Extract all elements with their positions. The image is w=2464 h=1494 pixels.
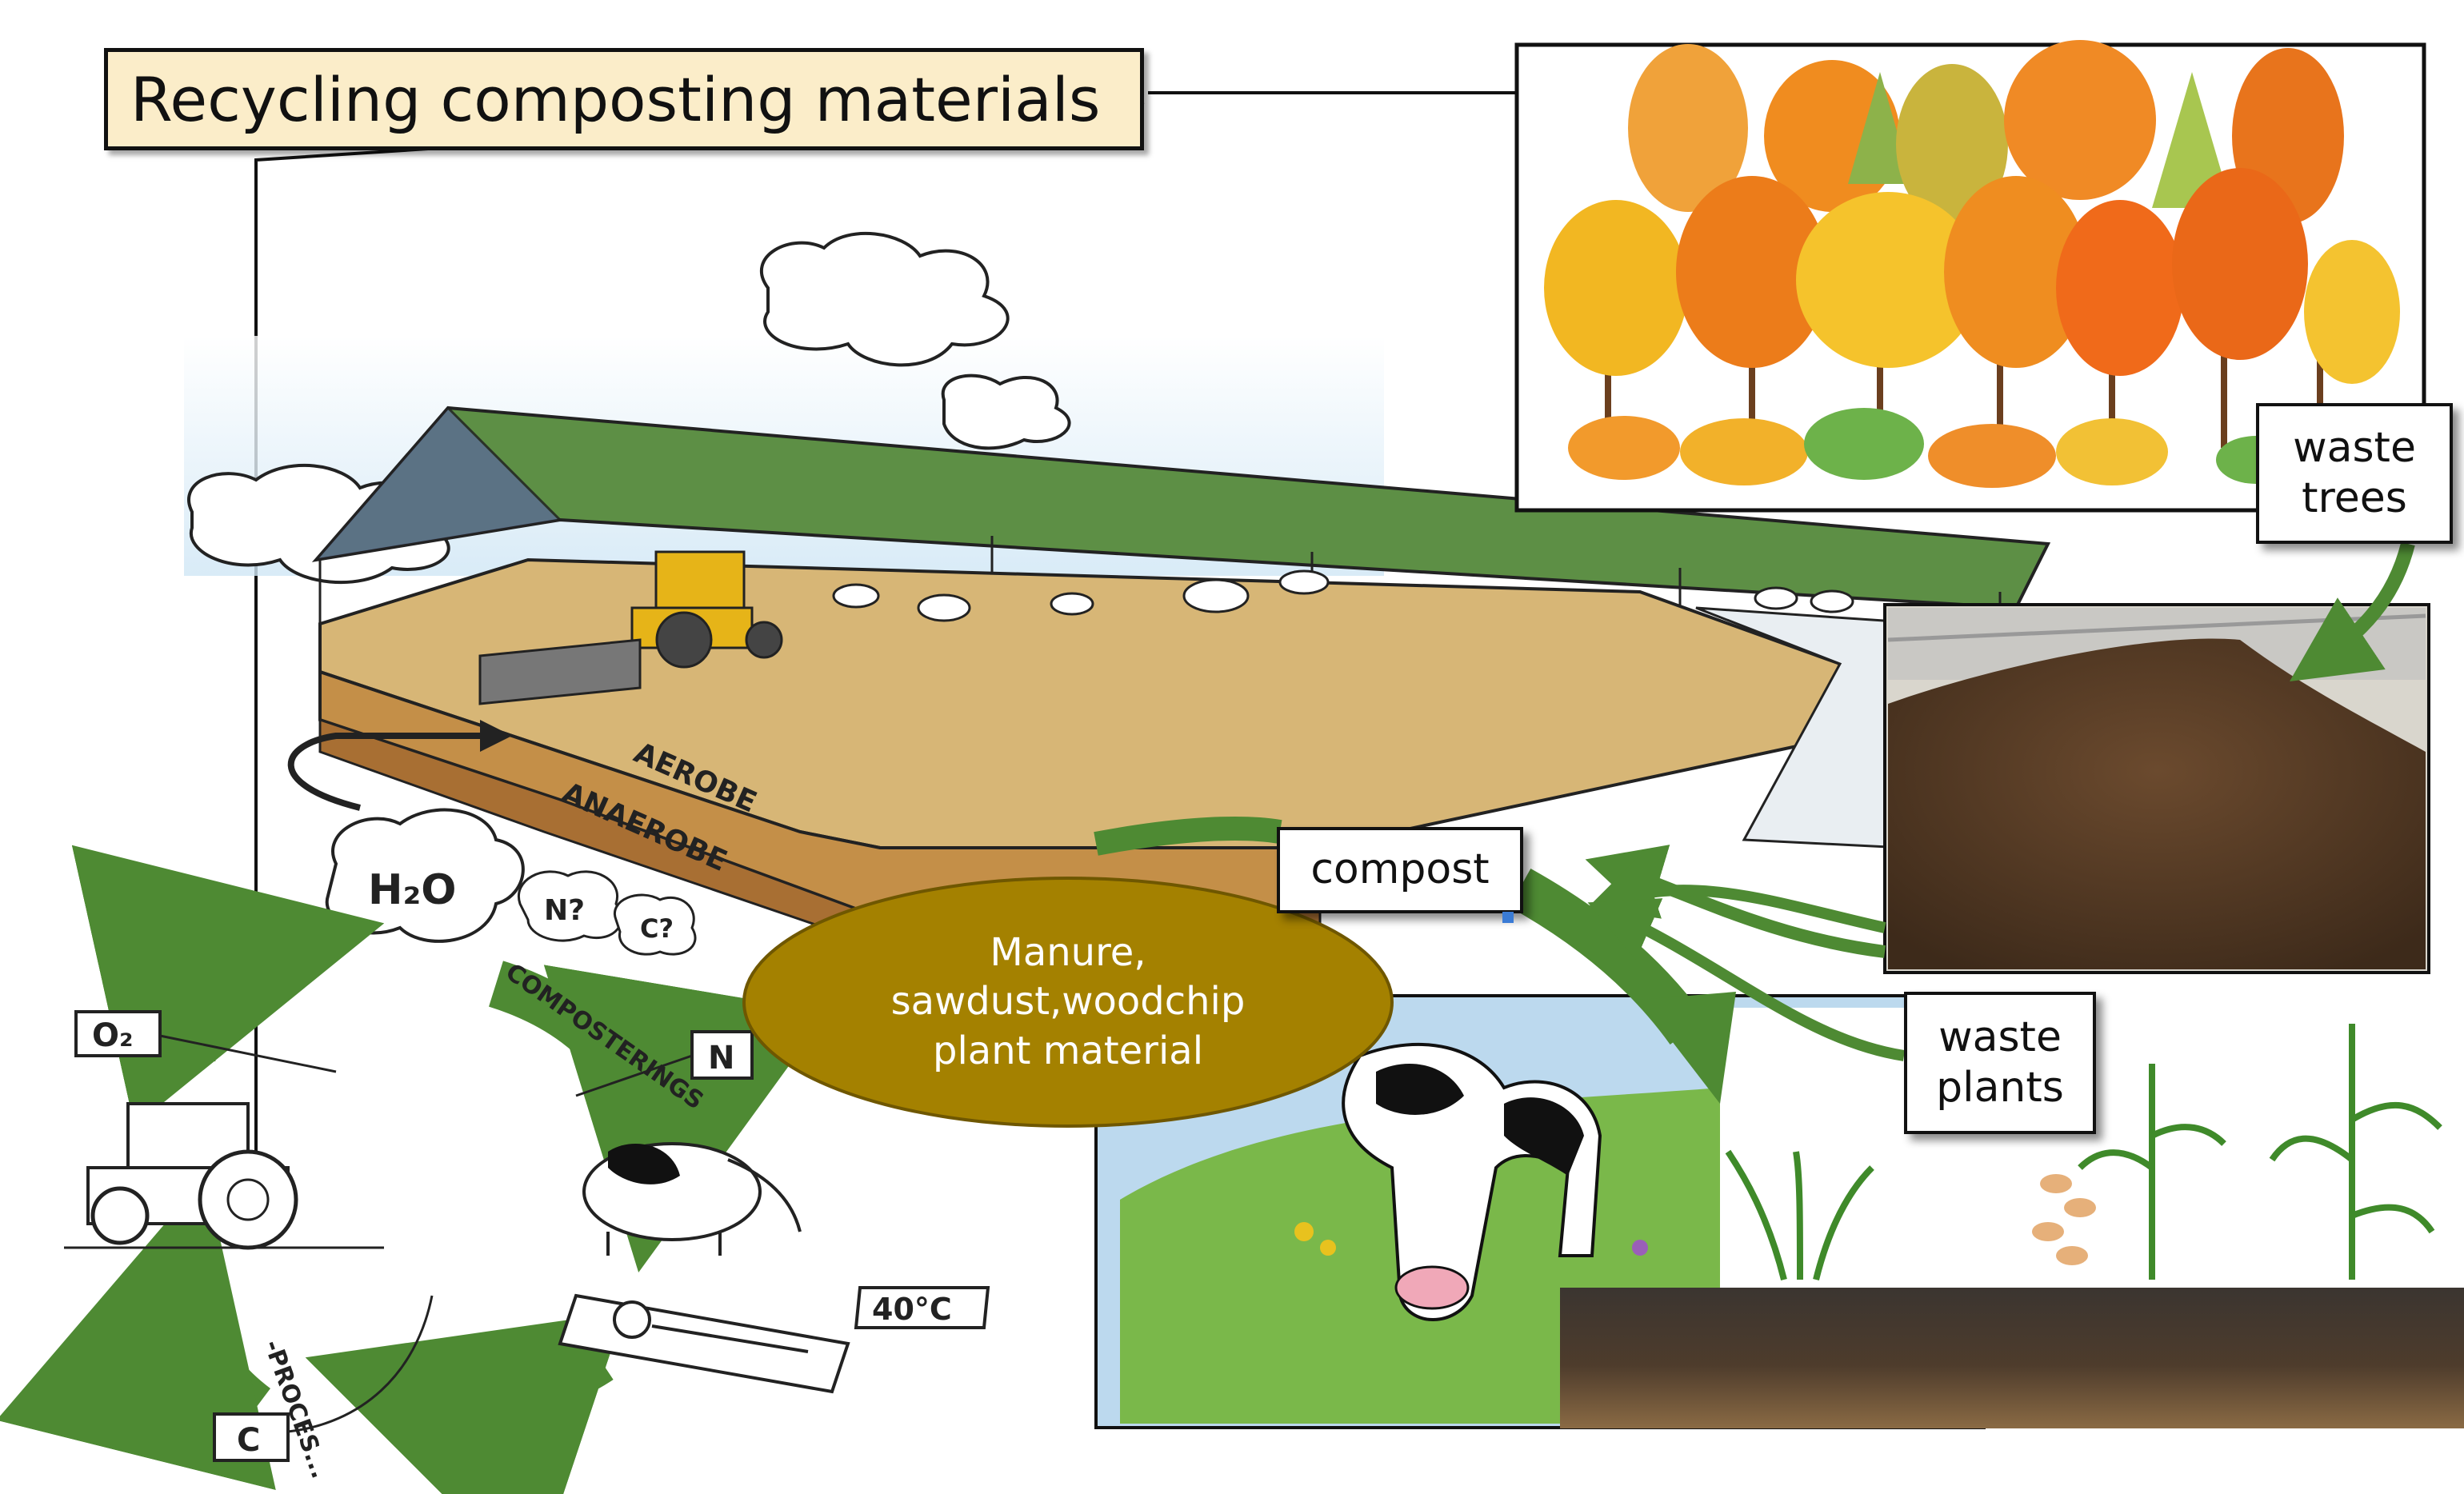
barn-gable xyxy=(313,405,563,562)
selection-handle xyxy=(1502,912,1514,923)
waste-plants-label: waste plants xyxy=(1904,992,2096,1134)
compost-label-text: compost xyxy=(1310,845,1490,894)
c-question-text: C? xyxy=(640,913,674,944)
diagram-title: Recycling composting materials xyxy=(104,48,1144,150)
flower xyxy=(1294,1222,1314,1241)
n-text: N xyxy=(708,1040,734,1077)
feed-in-arrowhead xyxy=(480,720,512,752)
seed xyxy=(2040,1174,2072,1193)
materials-label: Manure, sawdust,woodchip plant material xyxy=(744,878,1392,1126)
o2-text: O₂ xyxy=(92,1017,134,1054)
h2o-text: H₂O xyxy=(368,866,457,914)
n-question-cloud xyxy=(517,870,622,942)
cloud-shape xyxy=(941,374,1071,450)
materials-line: sawdust,woodchip xyxy=(890,979,1246,1025)
cows-on-pack xyxy=(832,569,1854,622)
heap-to-compost-arrow xyxy=(1585,845,1886,958)
autumn-trees-image xyxy=(1514,40,2426,513)
temperature-box xyxy=(854,1286,990,1329)
o2-pointer xyxy=(159,1034,337,1073)
pack-to-compost-arrow xyxy=(1094,817,1282,856)
waste-plants-line: plants xyxy=(1936,1064,2064,1112)
materials-line: plant material xyxy=(932,1028,1204,1073)
n-pointer xyxy=(575,1054,693,1097)
n-question-text: N? xyxy=(544,894,585,927)
c-question-cloud xyxy=(613,893,697,956)
small-cow xyxy=(582,1142,802,1256)
compost-heap-image xyxy=(1883,603,2430,974)
composting-cycle-arc-left xyxy=(0,1176,276,1491)
seed xyxy=(2064,1198,2096,1217)
waste-trees-arrow xyxy=(2290,541,2415,681)
n-box xyxy=(690,1030,754,1080)
waste-plants-arrow xyxy=(1587,898,1906,1061)
soil-strip-image xyxy=(1560,1288,2464,1428)
compost-to-pasture-arrowhead xyxy=(1640,992,1736,1104)
composting-cycle-label: COMPOSTERINGS xyxy=(500,958,708,1116)
materials-line: Manure, xyxy=(990,929,1146,975)
c-pointer xyxy=(287,1295,434,1433)
cloud-shape xyxy=(760,231,1010,367)
tractor-on-pack xyxy=(478,550,783,705)
flower xyxy=(1320,1240,1336,1256)
waste-trees-line: trees xyxy=(2302,474,2407,522)
waste-trees-label: waste trees xyxy=(2256,403,2453,544)
waste-trees-line: waste xyxy=(2293,423,2416,472)
feed-in-arrow xyxy=(287,733,496,811)
materials-ellipse xyxy=(742,877,1394,1128)
composting-cycle-arc-bottom xyxy=(305,1312,625,1494)
grazing-cow xyxy=(1342,1042,1602,1321)
heap-to-compost-arrow xyxy=(1587,854,1886,933)
thermometer xyxy=(558,1293,850,1394)
small-tractor xyxy=(64,1102,384,1250)
seed xyxy=(2032,1222,2064,1241)
c-text: C xyxy=(237,1422,260,1459)
temperature-text: 40°C xyxy=(872,1292,952,1327)
waste-plants-line: waste xyxy=(1938,1013,2062,1061)
c-box xyxy=(213,1412,290,1462)
barn-sketch: AEROBE ANAEROBE H₂O N? C? xyxy=(0,101,2051,1494)
flower xyxy=(1632,1240,1648,1256)
compost-label: compost xyxy=(1277,827,1523,913)
o2-box xyxy=(74,1010,162,1057)
composting-cycle-arc-top xyxy=(71,845,385,1127)
seed xyxy=(2056,1246,2088,1265)
